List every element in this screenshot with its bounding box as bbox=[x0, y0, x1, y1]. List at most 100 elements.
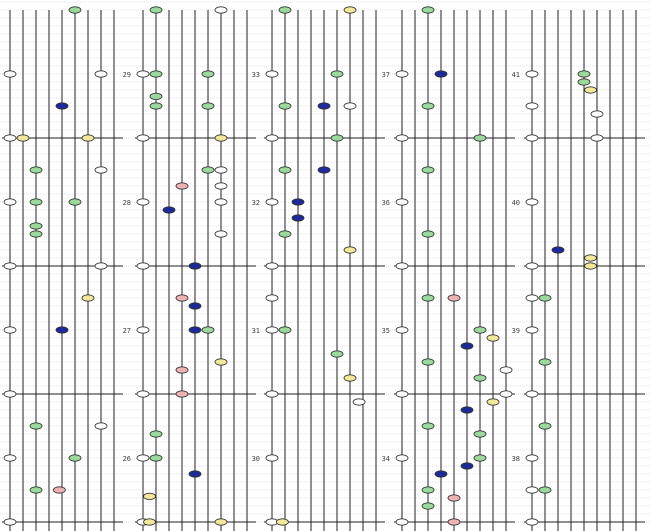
bead-green[interactable] bbox=[278, 6, 292, 14]
bead-green[interactable] bbox=[421, 230, 435, 238]
bead-white[interactable] bbox=[525, 486, 539, 494]
bead-yellow[interactable] bbox=[16, 134, 30, 142]
bead-blue[interactable] bbox=[291, 214, 305, 222]
bead-white[interactable] bbox=[214, 230, 228, 238]
bead-green[interactable] bbox=[330, 134, 344, 142]
bead-white[interactable] bbox=[3, 198, 17, 206]
bead-layer[interactable] bbox=[3, 0, 604, 526]
bead-white[interactable] bbox=[525, 390, 539, 398]
bead-white[interactable] bbox=[395, 198, 409, 206]
bead-pink[interactable] bbox=[53, 486, 66, 494]
bead-yellow[interactable] bbox=[275, 518, 289, 526]
bead-white[interactable] bbox=[395, 134, 409, 142]
bead-blue[interactable] bbox=[551, 246, 565, 254]
bead-white[interactable] bbox=[94, 422, 108, 430]
bead-white[interactable] bbox=[525, 294, 539, 302]
bead-yellow[interactable] bbox=[143, 518, 156, 526]
bead-white[interactable] bbox=[265, 326, 279, 334]
bead-pink[interactable] bbox=[175, 182, 189, 190]
bead-white[interactable] bbox=[525, 70, 539, 78]
bead-green[interactable] bbox=[68, 454, 82, 462]
bead-pink[interactable] bbox=[175, 294, 189, 302]
bead-white[interactable] bbox=[3, 390, 17, 398]
bead-green[interactable] bbox=[538, 358, 552, 366]
bead-white[interactable] bbox=[3, 70, 17, 78]
bead-white[interactable] bbox=[343, 102, 357, 110]
bead-green[interactable] bbox=[421, 6, 435, 14]
bead-blue[interactable] bbox=[188, 302, 202, 310]
bead-white[interactable] bbox=[265, 454, 279, 462]
bead-green[interactable] bbox=[29, 230, 43, 238]
bead-green[interactable] bbox=[421, 422, 435, 430]
bead-green[interactable] bbox=[29, 222, 43, 230]
bead-blue[interactable] bbox=[188, 262, 202, 270]
bead-yellow[interactable] bbox=[343, 246, 357, 254]
bead-green[interactable] bbox=[473, 430, 487, 438]
bead-blue[interactable] bbox=[434, 470, 448, 478]
bead-green[interactable] bbox=[149, 430, 163, 438]
bead-green[interactable] bbox=[473, 454, 487, 462]
bead-green[interactable] bbox=[149, 102, 163, 110]
bead-green[interactable] bbox=[421, 294, 435, 302]
bead-white[interactable] bbox=[499, 366, 513, 374]
bead-blue[interactable] bbox=[55, 102, 69, 110]
bead-green[interactable] bbox=[29, 486, 43, 494]
bead-green[interactable] bbox=[201, 326, 215, 334]
bead-green[interactable] bbox=[278, 230, 292, 238]
bead-yellow[interactable] bbox=[343, 374, 357, 382]
bead-yellow[interactable] bbox=[584, 254, 597, 262]
bead-green[interactable] bbox=[421, 166, 435, 174]
bead-green[interactable] bbox=[330, 70, 344, 78]
bead-green[interactable] bbox=[149, 70, 163, 78]
bead-green[interactable] bbox=[421, 502, 435, 510]
bead-blue[interactable] bbox=[162, 206, 176, 214]
bead-green[interactable] bbox=[278, 166, 292, 174]
bead-blue[interactable] bbox=[188, 326, 202, 334]
bead-white[interactable] bbox=[265, 390, 279, 398]
bead-white[interactable] bbox=[136, 262, 150, 270]
bead-blue[interactable] bbox=[460, 342, 474, 350]
bead-green[interactable] bbox=[201, 102, 215, 110]
bead-green[interactable] bbox=[538, 422, 552, 430]
bead-white[interactable] bbox=[525, 102, 539, 110]
bead-green[interactable] bbox=[201, 70, 215, 78]
bead-white[interactable] bbox=[136, 326, 150, 334]
bead-green[interactable] bbox=[201, 166, 215, 174]
bead-white[interactable] bbox=[136, 454, 150, 462]
bead-green[interactable] bbox=[473, 326, 487, 334]
bead-white[interactable] bbox=[265, 70, 279, 78]
bead-white[interactable] bbox=[3, 134, 17, 142]
bead-green[interactable] bbox=[421, 102, 435, 110]
bead-green[interactable] bbox=[577, 78, 591, 86]
bead-white[interactable] bbox=[265, 198, 279, 206]
bead-pink[interactable] bbox=[447, 518, 461, 526]
bead-yellow[interactable] bbox=[81, 294, 95, 302]
bead-green[interactable] bbox=[421, 486, 435, 494]
bead-white[interactable] bbox=[499, 390, 513, 398]
bead-green[interactable] bbox=[473, 374, 487, 382]
bead-white[interactable] bbox=[525, 134, 539, 142]
bead-yellow[interactable] bbox=[486, 398, 500, 406]
bead-white[interactable] bbox=[395, 262, 409, 270]
bead-white[interactable] bbox=[395, 326, 409, 334]
bead-green[interactable] bbox=[29, 198, 43, 206]
bead-blue[interactable] bbox=[460, 406, 474, 414]
bead-green[interactable] bbox=[149, 92, 163, 101]
bead-green[interactable] bbox=[149, 6, 163, 14]
bead-white[interactable] bbox=[525, 518, 539, 526]
bead-yellow[interactable] bbox=[214, 134, 228, 142]
bead-green[interactable] bbox=[577, 70, 591, 78]
bead-white[interactable] bbox=[136, 198, 150, 206]
bead-green[interactable] bbox=[29, 166, 43, 174]
bead-yellow[interactable] bbox=[486, 334, 500, 342]
bead-green[interactable] bbox=[538, 486, 552, 494]
bead-green[interactable] bbox=[68, 198, 82, 206]
bead-white[interactable] bbox=[94, 70, 108, 78]
bead-blue[interactable] bbox=[460, 462, 474, 470]
bead-white[interactable] bbox=[214, 182, 228, 190]
bead-white[interactable] bbox=[525, 262, 539, 270]
bead-yellow[interactable] bbox=[143, 492, 156, 500]
bead-blue[interactable] bbox=[317, 102, 331, 110]
bead-white[interactable] bbox=[395, 454, 409, 462]
